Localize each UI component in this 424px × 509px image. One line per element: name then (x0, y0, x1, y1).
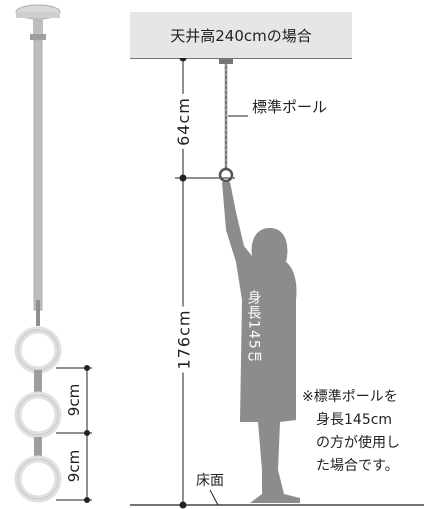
ring-dimension-bottom-label: 9cm (65, 449, 84, 483)
ceiling-height-label: 天井高240cmの場合 (130, 12, 352, 58)
ring-dimension-lines (56, 365, 92, 503)
standard-pole-label: 標準ポール (252, 98, 328, 116)
standard-pole (218, 58, 248, 183)
dimension-upper-label: 64cm (173, 94, 193, 149)
usage-note: ※標準ポールを 身長145cm の方が使用し た場合です。 (302, 389, 400, 474)
ring-dimension-top-label: 9cm (65, 383, 84, 417)
person-silhouette (222, 182, 300, 503)
product-pole-illustration (14, 4, 62, 503)
person-height-label: 身長145㎝ (245, 290, 262, 365)
floor-label-leader (209, 489, 219, 506)
dimension-lower-label: 176cm (174, 306, 194, 373)
floor-label: 床面 (196, 473, 224, 489)
